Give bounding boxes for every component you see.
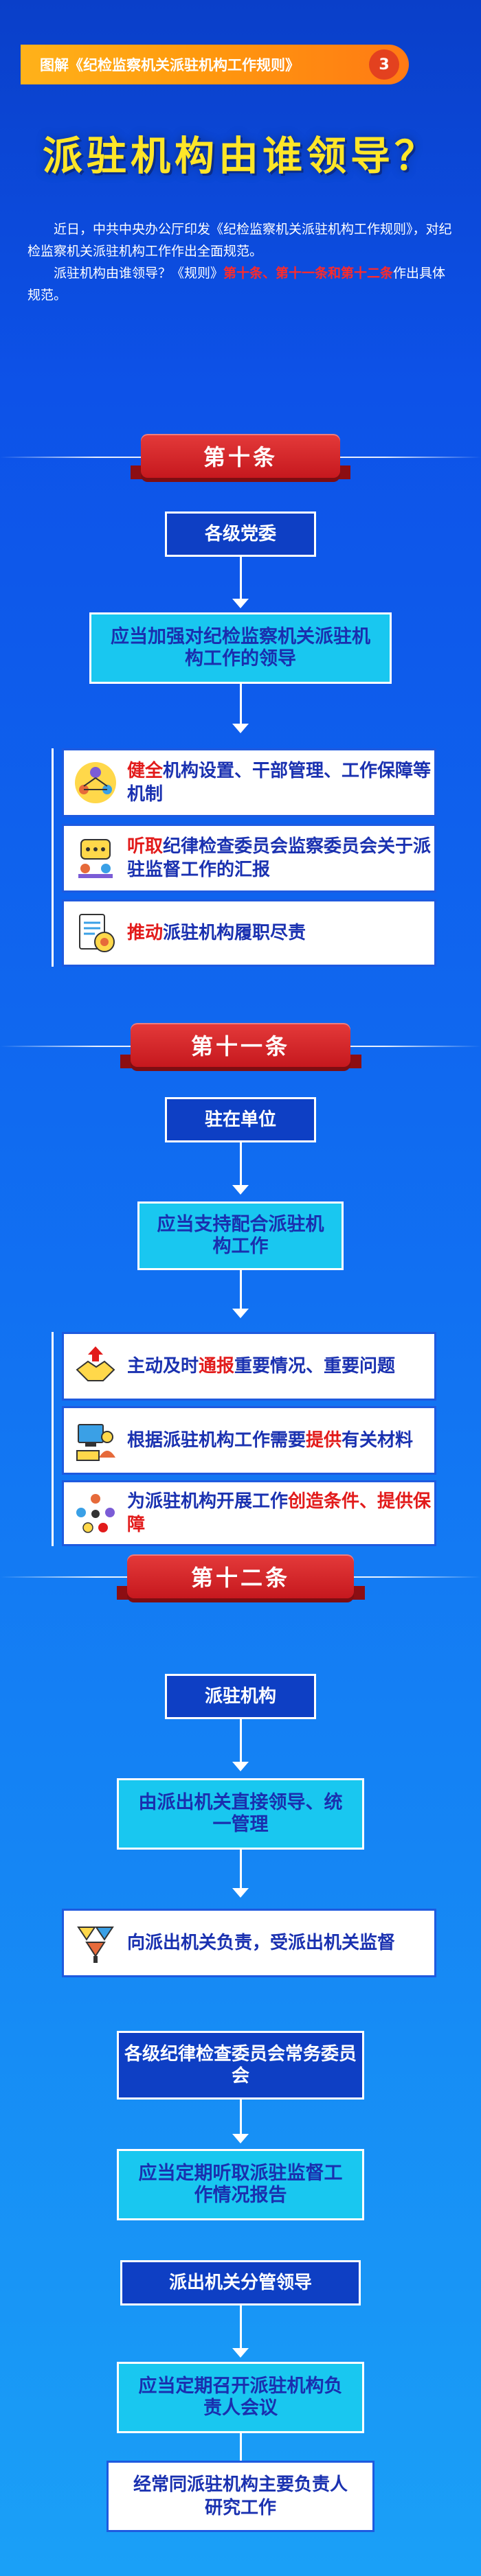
art11-item-1-text: 主动及时通报重要情况、重要问题 xyxy=(127,1355,395,1378)
intro-paragraph-1: 近日，中共中央办公厅印发《纪检监察机关派驻机构工作规则》，对纪检监察机关派驻机构… xyxy=(27,222,452,259)
intro-p2-b: 作出具体规范。 xyxy=(27,266,446,303)
arrow-down-icon xyxy=(232,2134,249,2143)
art11-item-2-hl: 提供 xyxy=(306,1430,342,1451)
art10-item-2-hl: 听取 xyxy=(127,836,164,857)
art12-item: 向派出机关负责，受派出机关监督 xyxy=(62,1909,436,1977)
arrow-line xyxy=(240,1270,242,1311)
art12-top-box: 派驻机构 xyxy=(165,1674,316,1719)
art11-item-2-b: 有关材料 xyxy=(342,1430,414,1451)
handshake-icon xyxy=(64,1342,127,1390)
art11-item-2: 根据派驻机构工作需要提供有关材料 xyxy=(62,1406,436,1475)
arrow-down-icon xyxy=(232,1309,249,1318)
art10-item-2: 听取纪律检查委员会监察委员会关于派驻监督工作的汇报 xyxy=(62,824,436,893)
art10-item-3-hl: 推动 xyxy=(127,923,164,943)
art11-item-2-a: 根据派驻机构工作需要 xyxy=(127,1430,306,1451)
org-chart-icon xyxy=(64,759,127,807)
arrow-down-icon xyxy=(232,1185,249,1195)
header-label: 图解《纪检监察机关派驻机构工作规则》 xyxy=(40,57,300,73)
intro-p2-a: 派驻机构由谁领导？《规则》 xyxy=(54,266,224,281)
art12-mid-box: 由派出机关直接领导、统一管理 xyxy=(117,1778,364,1850)
standing-committee-box: 各级纪律检查委员会常务委员会 xyxy=(117,2031,364,2100)
final-box: 经常同派驻机构主要负责人研究工作 xyxy=(107,2461,374,2532)
arrow-down-icon xyxy=(232,1888,249,1898)
arrow-line xyxy=(240,1142,242,1188)
leader-box: 派出机关分管领导 xyxy=(120,2260,361,2305)
report-box: 应当定期听取派驻监督工作情况报告 xyxy=(117,2149,364,2220)
intro-paragraph-2: 派驻机构由谁领导？《规则》第十条、第十一条和第十二条作出具体规范。 xyxy=(27,262,454,306)
art10-item-1-hl: 健全 xyxy=(127,761,164,781)
arrow-line xyxy=(240,2305,242,2351)
art10-item-2-body: 纪律检查委员会监察委员会关于派驻监督工作的汇报 xyxy=(127,836,432,880)
header-badge: 3 xyxy=(369,49,399,80)
art11-item-3-text: 为派驻机构开展工作创造条件、提供保障 xyxy=(127,1490,434,1537)
intro-text: 近日，中共中央办公厅印发《纪检监察机关派驻机构工作规则》，对纪检监察机关派驻机构… xyxy=(27,218,454,306)
arrow-line xyxy=(240,684,242,725)
arrow-down-icon xyxy=(232,599,249,608)
art11-item-2-text: 根据派驻机构工作需要提供有关材料 xyxy=(127,1429,413,1452)
arrow-line xyxy=(240,557,242,602)
team-network-icon xyxy=(64,1489,127,1537)
computer-person-icon xyxy=(64,1416,127,1464)
article-11-tab: 第十一条 xyxy=(131,1023,350,1067)
art11-item-3-a: 为派驻机构开展工作 xyxy=(127,1491,289,1512)
art10-item-3-text: 推动派驻机构履职尽责 xyxy=(127,921,306,945)
arrow-line xyxy=(240,1850,242,1891)
supervision-icon xyxy=(64,1919,127,1967)
arrow-down-icon xyxy=(232,724,249,733)
meeting-box: 应当定期召开派驻机构负责人会议 xyxy=(117,2362,364,2433)
art10-list-bracket xyxy=(52,748,54,967)
final-box-text: 经常同派驻机构主要负责人研究工作 xyxy=(133,2474,348,2518)
art10-item-1-text: 健全机构设置、干部管理、工作保障等机制 xyxy=(127,759,434,806)
arrow-down-icon xyxy=(232,2348,249,2358)
art10-item-3: 推动派驻机构履职尽责 xyxy=(62,899,436,967)
arrow-line xyxy=(240,2100,242,2137)
art10-item-2-text: 听取纪律检查委员会监察委员会关于派驻监督工作的汇报 xyxy=(127,835,434,882)
art12-item-text: 向派出机关负责，受派出机关监督 xyxy=(127,1933,396,1953)
art11-item-3: 为派驻机构开展工作创造条件、提供保障 xyxy=(62,1480,436,1546)
arrow-line xyxy=(240,2433,242,2461)
art10-item-3-body: 派驻机构履职尽责 xyxy=(163,923,306,943)
page-title: 派驻机构由谁领导？ xyxy=(42,133,438,179)
art11-item-1: 主动及时通报重要情况、重要问题 xyxy=(62,1332,436,1401)
art11-top-box: 驻在单位 xyxy=(165,1097,316,1142)
header-banner: 图解《纪检监察机关派驻机构工作规则》 3 xyxy=(21,45,409,84)
meeting-icon xyxy=(64,834,127,882)
arrow-down-icon xyxy=(232,1762,249,1771)
target-document-icon xyxy=(64,909,127,957)
arrow-line xyxy=(240,1719,242,1764)
art10-item-1: 健全机构设置、干部管理、工作保障等机制 xyxy=(62,748,436,817)
art11-item-1-a: 主动及时 xyxy=(127,1356,199,1377)
art11-list-bracket xyxy=(52,1332,54,1546)
art10-item-1-body: 机构设置、干部管理、工作保障等机制 xyxy=(127,761,432,805)
art11-mid-box: 应当支持配合派驻机构工作 xyxy=(137,1201,344,1270)
art11-item-1-hl: 通报 xyxy=(199,1356,235,1377)
article-12-tab: 第十二条 xyxy=(127,1554,354,1598)
art11-item-3-hl: 创造条件、提供保障 xyxy=(127,1491,432,1535)
art10-top-box: 各级党委 xyxy=(165,511,316,557)
art10-mid-box: 应当加强对纪检监察机关派驻机构工作的领导 xyxy=(89,612,392,684)
intro-p2-red: 第十条、第十一条和第十二条 xyxy=(223,266,394,281)
art11-item-1-b: 重要情况、重要问题 xyxy=(234,1356,396,1377)
article-10-tab: 第十条 xyxy=(141,434,340,478)
